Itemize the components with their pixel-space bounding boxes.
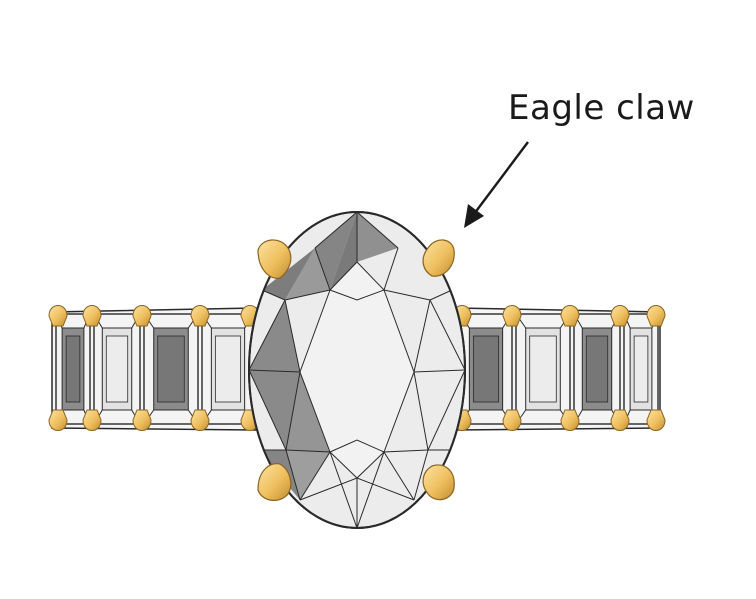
side-prong <box>646 409 666 431</box>
stone-dark-facet <box>285 248 330 300</box>
claw-bottom-right <box>422 464 455 501</box>
stone-dark-facet <box>315 212 357 290</box>
emerald-side-stone <box>623 313 659 425</box>
side-prong <box>82 409 102 431</box>
ring-band <box>48 305 666 431</box>
stone-dark-facet <box>330 212 357 290</box>
emerald-side-stone <box>573 313 621 425</box>
callout-label: Eagle claw <box>508 88 695 128</box>
arrow-head-icon <box>464 204 484 228</box>
left-side-stones <box>55 313 255 425</box>
side-prong <box>502 409 522 431</box>
stone-dark-facet <box>262 248 315 300</box>
stone-dark-facet <box>249 370 300 450</box>
side-prong <box>190 409 210 431</box>
side-prong <box>610 409 630 431</box>
side-prong <box>190 305 210 327</box>
eagle-claws <box>257 239 455 501</box>
emerald-side-stone <box>515 313 571 425</box>
claw-bottom-left <box>257 463 292 501</box>
callout-arrow <box>464 141 529 228</box>
side-prong <box>560 305 580 327</box>
oval-center-stone <box>248 211 466 529</box>
side-prong <box>48 305 68 327</box>
side-prong <box>48 409 68 431</box>
side-prong <box>502 305 522 327</box>
emerald-side-stone <box>93 313 141 425</box>
side-prong <box>132 409 152 431</box>
right-side-stones <box>459 313 659 425</box>
stone-dark-facet <box>357 212 398 262</box>
side-prong <box>560 409 580 431</box>
side-prong <box>82 305 102 327</box>
side-prong <box>610 305 630 327</box>
side-prong <box>132 305 152 327</box>
claw-top-right <box>422 239 455 277</box>
stone-dark-facet <box>249 300 300 372</box>
emerald-side-stone <box>55 313 91 425</box>
emerald-side-stone <box>459 313 513 425</box>
emerald-side-stone <box>143 313 199 425</box>
side-prong <box>646 305 666 327</box>
emerald-side-stone <box>201 313 255 425</box>
claw-top-left <box>257 239 292 279</box>
